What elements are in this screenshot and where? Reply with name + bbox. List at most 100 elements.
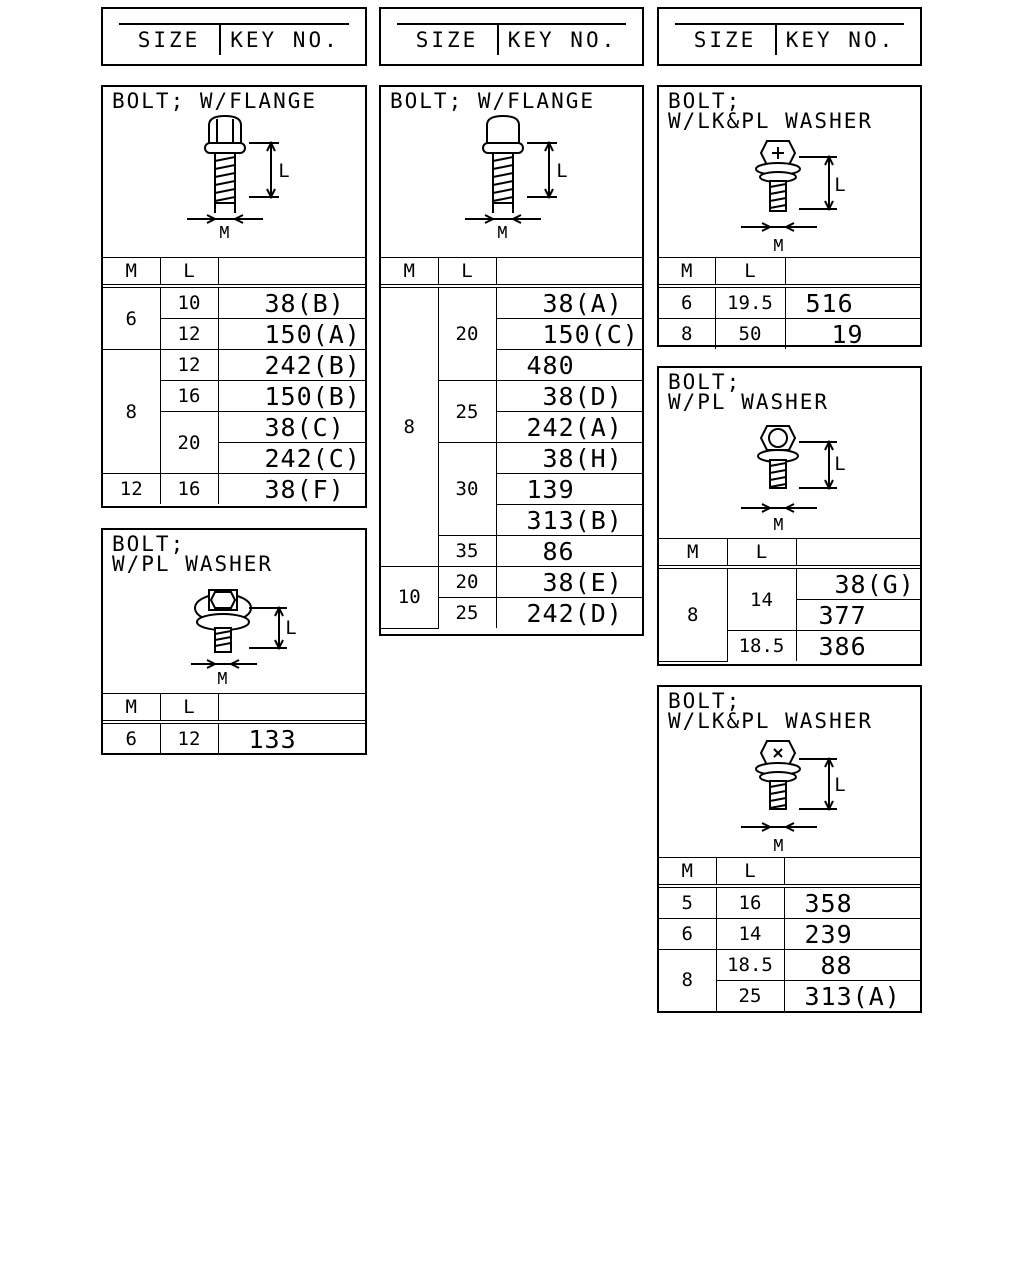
cell-l: 12 (159, 721, 219, 754)
cell-l: 14 (715, 918, 785, 950)
cell-key: 242(D) (495, 597, 642, 628)
cell-key: 242(A) (496, 411, 642, 443)
cell-key: 38(B) (217, 285, 365, 319)
cell-key: 139 (496, 473, 642, 505)
key-no-header: KEY NO. (785, 28, 896, 52)
washer-bolt-icon: L M (741, 425, 846, 536)
flange-bolt-icon: L M (465, 114, 568, 241)
cell-m: 8 (103, 349, 161, 474)
cell-l: 25 (716, 980, 785, 1011)
cell-l: 12 (160, 318, 219, 350)
diameter-label: M (773, 837, 784, 855)
cell-key: 38(H) (495, 442, 642, 474)
cell-l: 10 (159, 285, 219, 319)
size-header: SIZE (675, 25, 777, 55)
cell-l: 50 (714, 318, 786, 349)
col-m: M (381, 257, 439, 288)
cell-key: 239 (783, 918, 920, 950)
panel-title: BOLT; W/PL WASHER (112, 532, 274, 576)
cell-key: 38(E) (495, 566, 642, 598)
cell-l: 20 (437, 285, 497, 381)
cell-l: 25 (438, 380, 497, 443)
cell-key: 150(A) (217, 318, 365, 350)
cell-l: 16 (715, 885, 785, 919)
header-box-3: SIZE KEY NO. (657, 7, 922, 66)
cell-m: 6 (659, 285, 716, 319)
cell-l: 16 (159, 473, 219, 504)
header-box-1: SIZE KEY NO. (101, 7, 367, 66)
cell-key: 313(B) (496, 504, 642, 536)
cell-key: 313(A) (783, 980, 920, 1011)
cell-m: 8 (659, 318, 716, 349)
length-label: L (834, 454, 846, 477)
panel-title: BOLT; W/FLANGE (112, 89, 318, 113)
cell-m: 6 (103, 721, 161, 754)
cell-l: 25 (438, 597, 497, 628)
cell-m: 6 (103, 285, 161, 350)
cell-l: 20 (437, 566, 497, 598)
cell-l: 19.5 (714, 285, 786, 319)
lock-washer-bolt-icon: L M (741, 740, 846, 855)
cell-key: 242(B) (217, 349, 365, 381)
washer-bolt-icon: L M (191, 589, 297, 690)
cell-m: 10 (381, 566, 439, 629)
cell-key: 516 (784, 285, 920, 319)
key-no-header: KEY NO. (507, 28, 618, 52)
panel-title: BOLT; W/LK&PL WASHER (668, 689, 874, 733)
diameter-label: M (773, 237, 784, 255)
flange-bolt-icon: L M (187, 114, 290, 241)
cell-m: 6 (659, 918, 717, 950)
panel-title: BOLT; W/LK&PL WASHER (668, 89, 874, 133)
col-l: L (726, 538, 797, 569)
length-label: L (285, 618, 297, 641)
cell-key: 358 (783, 885, 920, 919)
col-m: M (659, 538, 728, 569)
cell-key: 377 (796, 599, 920, 631)
cell-m: 8 (659, 949, 717, 1012)
length-label: L (834, 175, 846, 198)
length-label: L (278, 161, 290, 184)
size-header: SIZE (119, 25, 221, 55)
cell-l: 35 (438, 535, 497, 567)
col-m: M (659, 257, 716, 288)
col-l: L (437, 257, 497, 288)
cell-key: 150(B) (217, 380, 365, 412)
lock-washer-bolt-icon: L M (741, 140, 846, 255)
cell-l: 30 (438, 442, 497, 536)
cell-key: 38(A) (495, 285, 642, 319)
cell-l: 20 (160, 411, 219, 474)
cell-m: 5 (659, 885, 717, 919)
col-l: L (714, 257, 786, 288)
cell-l: 18.5 (715, 949, 785, 981)
diameter-label: M (219, 224, 230, 241)
length-label: L (556, 161, 568, 184)
cell-m: 8 (381, 285, 439, 567)
col-m: M (659, 857, 717, 888)
cell-key: 88 (783, 949, 920, 981)
col-m: M (103, 693, 161, 724)
diameter-label: M (217, 670, 228, 690)
cell-m: 12 (103, 473, 161, 504)
cell-m: 8 (659, 566, 728, 662)
cell-key: 86 (495, 535, 642, 567)
cell-l: 18.5 (727, 630, 797, 661)
diameter-label: M (773, 516, 784, 536)
panel-title: BOLT; W/FLANGE (390, 89, 596, 113)
diameter-label: M (497, 224, 508, 241)
cell-key: 133 (217, 721, 365, 754)
cell-key: 480 (496, 349, 642, 381)
col-l: L (715, 857, 785, 888)
key-no-header: KEY NO. (230, 28, 340, 52)
col-l: L (159, 257, 219, 288)
